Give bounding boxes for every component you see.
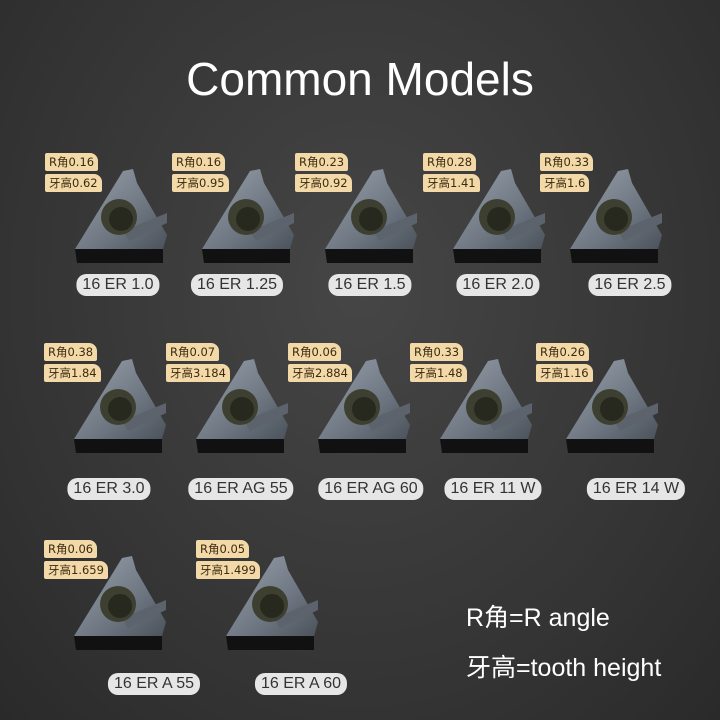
threading-insert-icon: [74, 359, 166, 453]
r-angle-tag: R角0.07: [166, 343, 220, 361]
tooth-height-tag: 牙高1.659: [44, 561, 108, 579]
insert-item: R角0.06 牙高2.884 16 ER AG 60: [288, 343, 424, 500]
r-angle-tag: R角0.16: [172, 153, 226, 171]
threading-insert-icon: [318, 359, 410, 453]
threading-insert-icon: [325, 169, 417, 263]
model-label: 16 ER 3.0: [67, 478, 151, 500]
insert-item: R角0.33 牙高1.6 16 ER 2.5: [540, 153, 672, 303]
model-label: 16 ER AG 60: [318, 478, 424, 500]
tooth-height-tag: 牙高1.499: [196, 561, 260, 579]
legend-tooth-height: 牙高=tooth height: [466, 654, 662, 682]
tooth-height-tag: 牙高1.48: [410, 364, 467, 382]
tooth-height-tag: 牙高0.62: [45, 174, 102, 192]
r-angle-tag: R角0.26: [536, 343, 590, 361]
r-angle-tag: R角0.38: [44, 343, 98, 361]
insert-item: R角0.05 牙高1.499 16 ER A 60: [196, 540, 348, 695]
model-label: 16 ER 1.5: [328, 274, 412, 296]
tooth-height-tag: 牙高1.16: [536, 364, 593, 382]
r-angle-tag: R角0.28: [423, 153, 477, 171]
threading-insert-icon: [570, 169, 662, 263]
insert-item: R角0.16 牙高0.62 16 ER 1.0: [45, 153, 175, 303]
r-angle-tag: R角0.06: [288, 343, 342, 361]
insert-item: R角0.38 牙高1.84 16 ER 3.0: [44, 343, 174, 500]
model-label: 16 ER 2.0: [456, 274, 540, 296]
model-label: 16 ER 11 W: [444, 478, 542, 500]
model-label: 16 ER A 60: [254, 673, 348, 695]
r-angle-tag: R角0.06: [44, 540, 98, 558]
page-title: Common Models: [186, 53, 534, 105]
insert-item: R角0.28 牙高1.41 16 ER 2.0: [423, 153, 553, 303]
threading-insert-icon: [453, 169, 545, 263]
legend-r-angle: R角=R angle: [466, 604, 610, 632]
tooth-height-tag: 牙高3.184: [166, 364, 230, 382]
threading-insert-icon: [196, 359, 288, 453]
insert-item: R角0.07 牙高3.184 16 ER AG 55: [166, 343, 296, 500]
tooth-height-tag: 牙高0.92: [295, 174, 352, 192]
tooth-height-tag: 牙高1.41: [423, 174, 480, 192]
tooth-height-tag: 牙高0.95: [172, 174, 229, 192]
threading-insert-icon: [202, 169, 294, 263]
insert-item: R角0.06 牙高1.659 16 ER A 55: [44, 540, 201, 695]
model-label: 16 ER 1.0: [76, 274, 160, 296]
r-angle-tag: R角0.23: [295, 153, 349, 171]
insert-item: R角0.16 牙高0.95 16 ER 1.25: [172, 153, 302, 303]
r-angle-tag: R角0.16: [45, 153, 99, 171]
model-label: 16 ER 2.5: [588, 274, 672, 296]
r-angle-tag: R角0.05: [196, 540, 250, 558]
threading-insert-icon: [226, 556, 318, 650]
insert-item: R角0.26 牙高1.16 16 ER 14 W: [536, 343, 686, 500]
threading-insert-icon: [566, 359, 658, 453]
model-label: 16 ER 1.25: [190, 274, 284, 296]
tooth-height-tag: 牙高1.84: [44, 364, 101, 382]
model-label: 16 ER A 55: [107, 673, 201, 695]
insert-item: R角0.23 牙高0.92 16 ER 1.5: [295, 153, 425, 303]
model-label: 16 ER AG 55: [188, 478, 294, 500]
r-angle-tag: R角0.33: [540, 153, 594, 171]
threading-insert-icon: [440, 359, 532, 453]
tooth-height-tag: 牙高2.884: [288, 364, 352, 382]
model-label: 16 ER 14 W: [586, 478, 686, 500]
tooth-height-tag: 牙高1.6: [540, 174, 590, 192]
threading-insert-icon: [75, 169, 167, 263]
r-angle-tag: R角0.33: [410, 343, 464, 361]
insert-item: R角0.33 牙高1.48 16 ER 11 W: [410, 343, 542, 500]
threading-insert-icon: [74, 556, 166, 650]
